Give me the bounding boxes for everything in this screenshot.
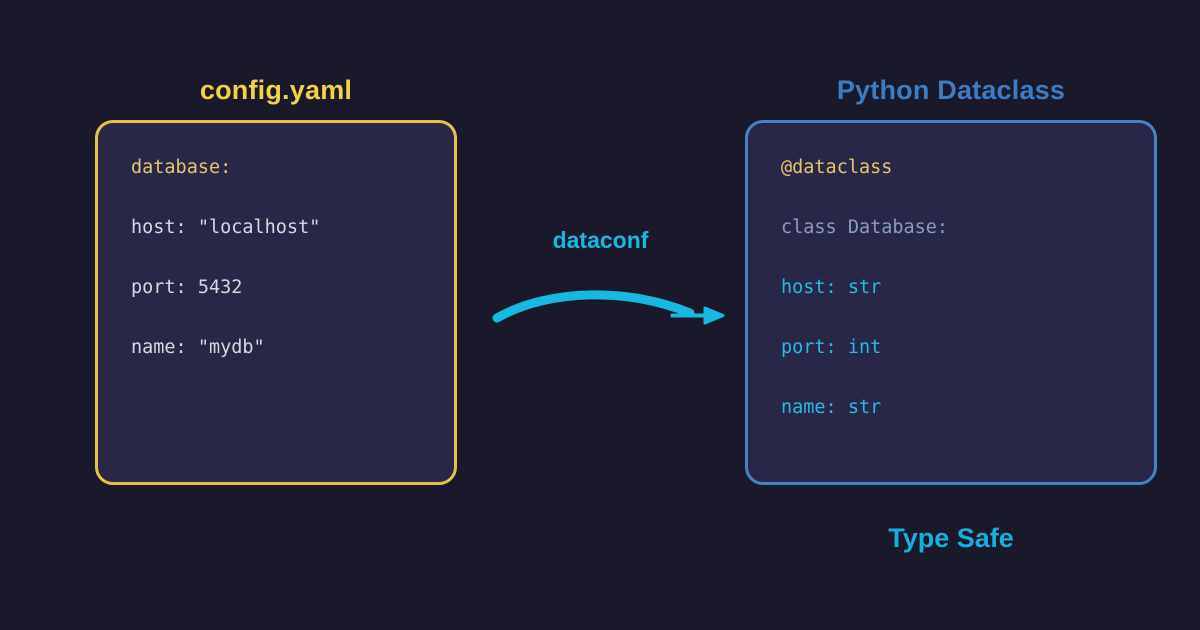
python-code-line: host: str	[781, 277, 882, 298]
curved-arrow-right-icon	[492, 290, 725, 325]
python-code-body: @dataclass class Database: host: str por…	[748, 123, 1154, 459]
yaml-panel-title: config.yaml	[199, 75, 353, 105]
yaml-code-line: port: 5432	[131, 277, 243, 298]
python-code-line: class Database:	[781, 217, 949, 238]
python-code-line: name: str	[781, 397, 882, 418]
python-code-line: port: int	[781, 337, 882, 358]
yaml-code-body: database: host: "localhost" port: 5432 n…	[98, 123, 454, 399]
yaml-code-line: host: "localhost"	[131, 217, 321, 238]
python-code-card: @dataclass class Database: host: str por…	[745, 120, 1157, 485]
connector-label: dataconf	[552, 227, 649, 253]
yaml-code-line: name: "mydb"	[131, 337, 265, 358]
type-safe-caption: Type Safe	[888, 523, 1014, 553]
python-code-line: @dataclass	[781, 157, 893, 178]
yaml-code-line: database:	[131, 157, 232, 178]
python-panel-title: Python Dataclass	[836, 75, 1066, 105]
yaml-code-card: database: host: "localhost" port: 5432 n…	[95, 120, 457, 485]
